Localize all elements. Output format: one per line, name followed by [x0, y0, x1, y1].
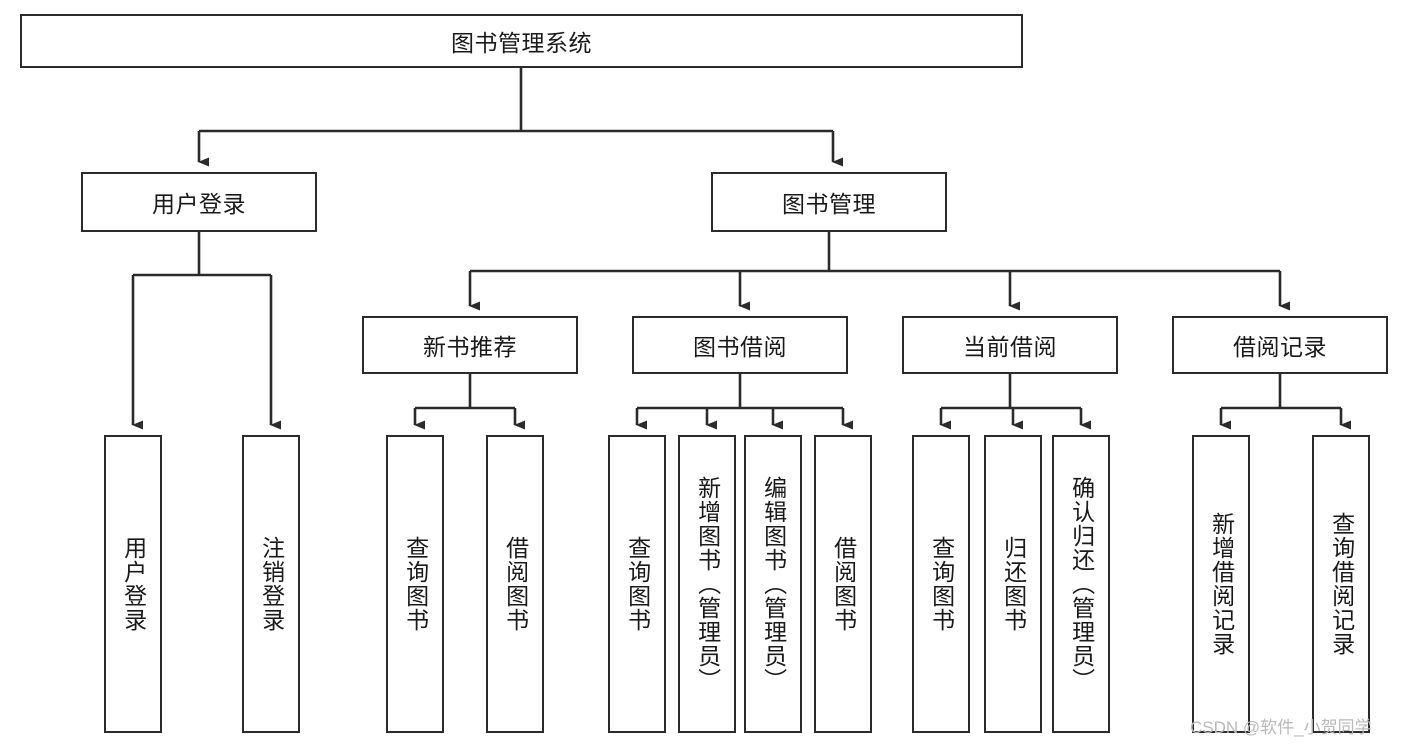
node-new-book-rec-label: 新书推荐: [423, 334, 517, 360]
leaf-add-book-label: 新增图书（管理员）: [694, 476, 721, 692]
leaf-confirm-return-label: 确认归还（管理员）: [1068, 476, 1095, 692]
leaf-user-logout[interactable]: 注销登录: [242, 435, 300, 733]
leaf-add-record-label: 新增借阅记录: [1208, 512, 1235, 656]
leaf-query-record[interactable]: 查询借阅记录: [1312, 435, 1370, 733]
node-book-manage[interactable]: 图书管理: [711, 172, 947, 232]
leaf-query-book-rec[interactable]: 查询图书: [386, 435, 444, 733]
leaf-user-logout-label: 注销登录: [258, 536, 285, 632]
leaf-user-login-label: 用户登录: [120, 536, 147, 632]
node-borrow-record-label: 借阅记录: [1233, 334, 1327, 360]
leaf-query-book-rec-label: 查询图书: [402, 536, 429, 632]
leaf-add-book[interactable]: 新增图书（管理员）: [678, 435, 736, 733]
leaf-query-book-borrow[interactable]: 查询图书: [608, 435, 666, 733]
node-user-login-label: 用户登录: [152, 191, 246, 217]
node-book-borrow[interactable]: 图书借阅: [632, 316, 848, 374]
node-borrow-record[interactable]: 借阅记录: [1172, 316, 1388, 374]
leaf-query-book-cur-label: 查询图书: [928, 536, 955, 632]
leaf-borrow-book-rec[interactable]: 借阅图书: [486, 435, 544, 733]
leaf-return-book-label: 归还图书: [1000, 536, 1027, 632]
node-book-manage-label: 图书管理: [782, 191, 876, 217]
leaf-query-record-label: 查询借阅记录: [1328, 512, 1355, 656]
node-new-book-rec[interactable]: 新书推荐: [362, 316, 578, 374]
node-user-login[interactable]: 用户登录: [81, 172, 317, 232]
leaf-confirm-return[interactable]: 确认归还（管理员）: [1052, 435, 1110, 733]
node-current-borrow-label: 当前借阅: [963, 334, 1057, 360]
node-current-borrow[interactable]: 当前借阅: [902, 316, 1118, 374]
leaf-borrow-book-label: 借阅图书: [830, 536, 857, 632]
node-root[interactable]: 图书管理系统: [20, 14, 1023, 68]
node-book-borrow-label: 图书借阅: [693, 334, 787, 360]
leaf-edit-book[interactable]: 编辑图书（管理员）: [744, 435, 802, 733]
node-root-label: 图书管理系统: [451, 30, 592, 56]
csdn-watermark: CSDN @软件_小贺同学: [1190, 718, 1372, 737]
leaf-user-login[interactable]: 用户登录: [104, 435, 162, 733]
leaf-query-book-borrow-label: 查询图书: [624, 536, 651, 632]
leaf-borrow-book[interactable]: 借阅图书: [814, 435, 872, 733]
leaf-edit-book-label: 编辑图书（管理员）: [760, 476, 787, 692]
leaf-return-book[interactable]: 归还图书: [984, 435, 1042, 733]
leaf-query-book-cur[interactable]: 查询图书: [912, 435, 970, 733]
leaf-borrow-book-rec-label: 借阅图书: [502, 536, 529, 632]
leaf-add-record[interactable]: 新增借阅记录: [1192, 435, 1250, 733]
